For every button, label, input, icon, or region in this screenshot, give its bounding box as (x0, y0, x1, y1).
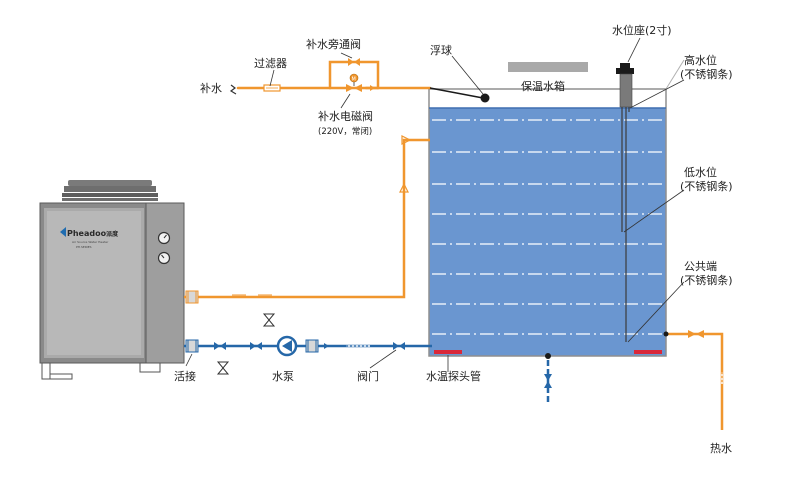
unit-gauge-bottom (157, 251, 171, 265)
unit-side-panel (145, 202, 185, 364)
svg-text:M: M (352, 77, 356, 83)
svg-text:Pheadoo派度: Pheadoo派度 (67, 229, 119, 238)
makeup-check-valve (370, 85, 375, 91)
bypass-valve-icon (348, 58, 360, 66)
insulated-tank (428, 59, 685, 402)
return-small-valve (324, 343, 329, 349)
gate-valve-icon (214, 342, 226, 350)
strainer-icon (263, 84, 281, 92)
level-electrodes (621, 107, 630, 342)
unit-gauge-top (157, 231, 171, 245)
label-pump: 水泵 (272, 370, 294, 383)
hot-water-supply-pipe (184, 138, 430, 299)
union-fitting-orange (185, 290, 199, 304)
outlet-valve (688, 330, 704, 338)
level-seat (616, 63, 634, 108)
pump-icon (276, 335, 298, 357)
label-high-level: 高水位 (684, 53, 717, 67)
svg-text:PH·SERIES: PH·SERIES (76, 245, 92, 249)
unit-feet (41, 362, 161, 380)
label-temp-probe-pipe: 水温探头管 (426, 369, 481, 383)
return-valve-3 (393, 342, 405, 350)
valve-symbol-bottom (216, 361, 230, 375)
union-fitting-left (185, 339, 199, 353)
label-valve: 阀门 (357, 369, 379, 383)
makeup-inlet-squiggle (229, 84, 237, 95)
float-arm (429, 87, 484, 99)
label-makeup-water: 补水 (200, 82, 222, 95)
return-valve-2 (250, 342, 262, 350)
drain-pipe (544, 360, 552, 402)
label-union: 活接 (174, 370, 196, 383)
float-ball-icon (480, 93, 490, 103)
tank-water-lines (432, 119, 663, 335)
tank-water (429, 108, 666, 356)
svg-text:Air Source Water Heater: Air Source Water Heater (72, 240, 109, 244)
label-hot-water: 热水 (710, 442, 732, 455)
tank-lid (508, 62, 588, 72)
label-float: 浮球 (430, 43, 452, 57)
label-high-level-note: (不锈钢条) (680, 67, 733, 81)
label-common-end-note: (不锈钢条) (680, 273, 733, 287)
hot-water-outlet-pipe (666, 332, 724, 430)
label-level-seat: 水位座(2寸) (612, 23, 672, 37)
motor-valve-icon: M (346, 73, 362, 92)
valve-symbol-top (262, 313, 276, 327)
heat-pump-unit: Pheadoo派度 Air Source Water Heater PH·SER… (39, 180, 185, 380)
label-solenoid-valve: 补水电磁阀 (318, 109, 373, 123)
label-low-level-note: (不锈钢条) (680, 179, 733, 193)
label-low-level: 低水位 (684, 165, 717, 179)
label-common-end: 公共端 (684, 260, 717, 273)
label-solenoid-note: (220V，常闭) (318, 126, 372, 137)
union-fitting-right (305, 339, 319, 353)
label-filter: 过滤器 (254, 57, 287, 70)
leader-lines (185, 37, 685, 372)
temp-probe-right (634, 350, 662, 354)
label-bypass-valve: 补水旁通阀 (306, 37, 361, 51)
temp-probe-left (434, 350, 462, 354)
label-insulated-tank: 保温水箱 (521, 79, 565, 93)
unit-brand-logo: Pheadoo派度 Air Source Water Heater PH·SER… (60, 227, 119, 249)
unit-fan-grille (62, 180, 158, 201)
